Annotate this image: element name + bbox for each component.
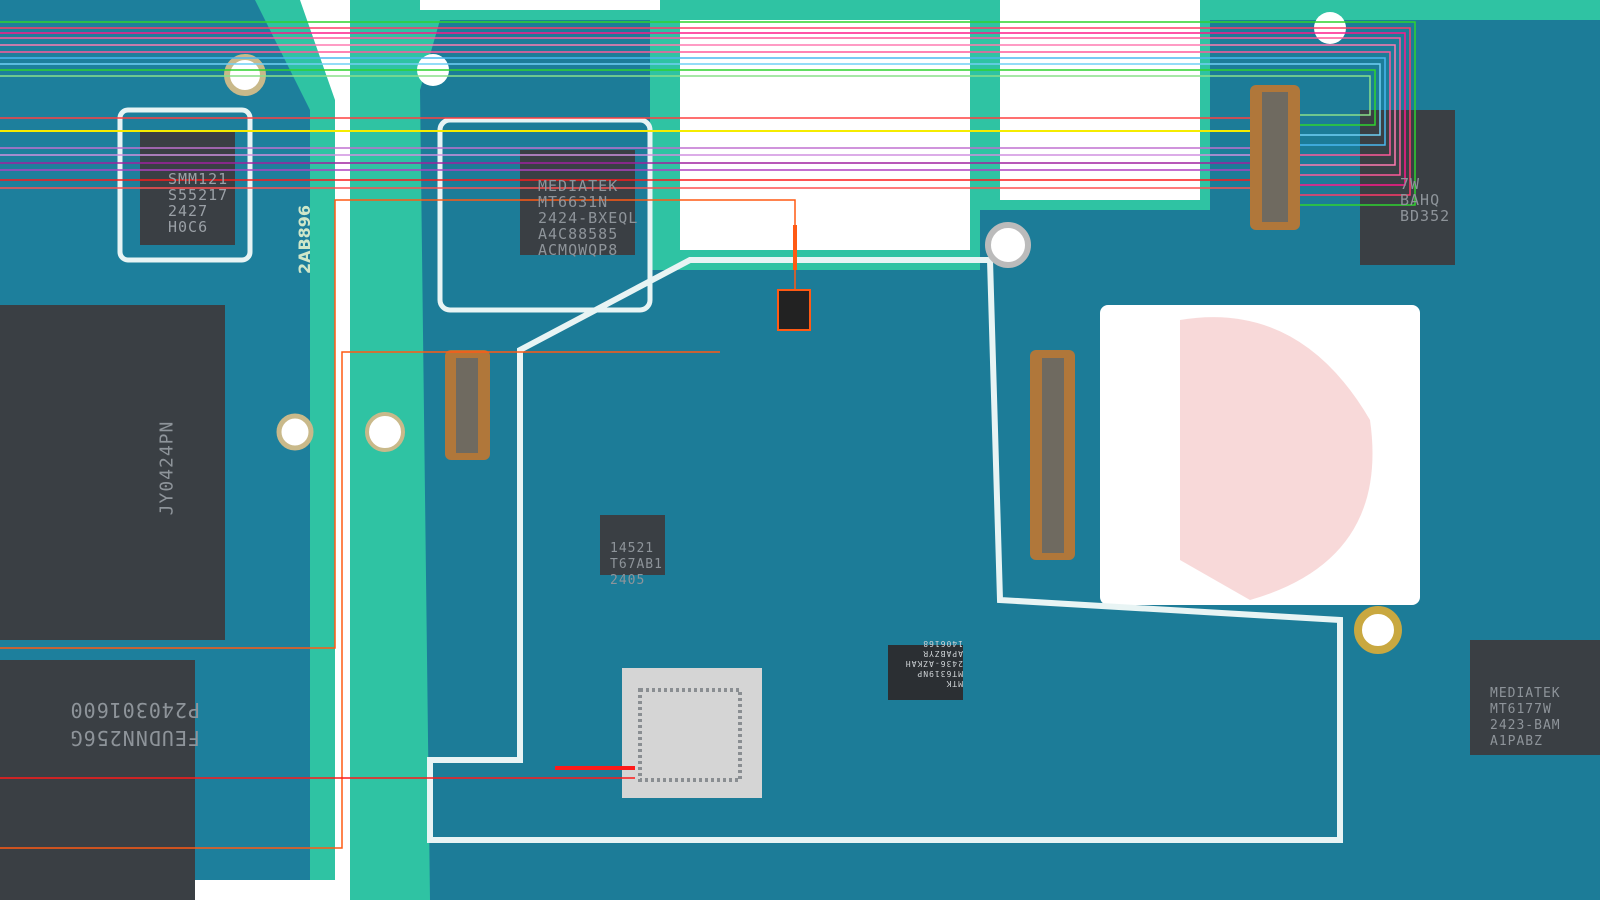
chip-line: SMM121 <box>168 170 229 188</box>
chip-wifi <box>520 150 635 255</box>
chip-line: 14521 <box>610 541 655 556</box>
chip-line: MT6177W <box>1490 702 1552 717</box>
chip-memory-bottom <box>0 660 195 900</box>
board-code: 2AB896 <box>295 204 315 275</box>
chip-line: 2436-AZKAH <box>904 659 963 668</box>
chip-line: 1406168 <box>922 639 963 648</box>
chip-line: 2424-BXEQL <box>538 209 639 227</box>
chip-line: 7W <box>1400 175 1421 193</box>
chip-line: S55217 <box>168 186 229 204</box>
chip-line: 2405 <box>610 573 646 588</box>
highlight-component <box>777 289 811 331</box>
chip-line: ACMQWQP8 <box>538 241 619 259</box>
chip-line: P240301600 <box>69 698 200 722</box>
chip-line: 2423-BAM <box>1490 718 1561 733</box>
chip-line: MEDIATEK <box>538 177 619 195</box>
chip-line: A4C88585 <box>538 225 619 243</box>
schematic-traces <box>0 21 1416 849</box>
chip-line: FEUDNN256G <box>69 726 200 750</box>
chip-label-memory: FEUDNN256G P240301600 <box>70 696 200 780</box>
chip-pmic-main <box>888 645 963 700</box>
chip-line: A1PABZ <box>1490 734 1543 749</box>
chip-line: H0C6 <box>168 218 209 236</box>
chip-line: T67AB1 <box>610 557 663 572</box>
chip-sensor <box>600 515 665 575</box>
chip-line: MT6319NP <box>916 669 963 678</box>
chip-memory-top <box>0 305 225 640</box>
chip-line: APABZYR <box>922 649 963 658</box>
chip-line: MEDIATEK <box>1490 686 1561 701</box>
chip-right-top <box>1360 110 1455 265</box>
chip-line: 2427 <box>168 202 209 220</box>
chip-line: MTK <box>945 679 963 688</box>
chip-line: BAHQ <box>1400 191 1441 209</box>
chip-rf-right <box>1470 640 1600 755</box>
chip-line: BD352 <box>1400 207 1451 225</box>
chip-label-memory-top: JY0424PN <box>156 420 178 516</box>
chip-line: MT6631N <box>538 193 609 211</box>
